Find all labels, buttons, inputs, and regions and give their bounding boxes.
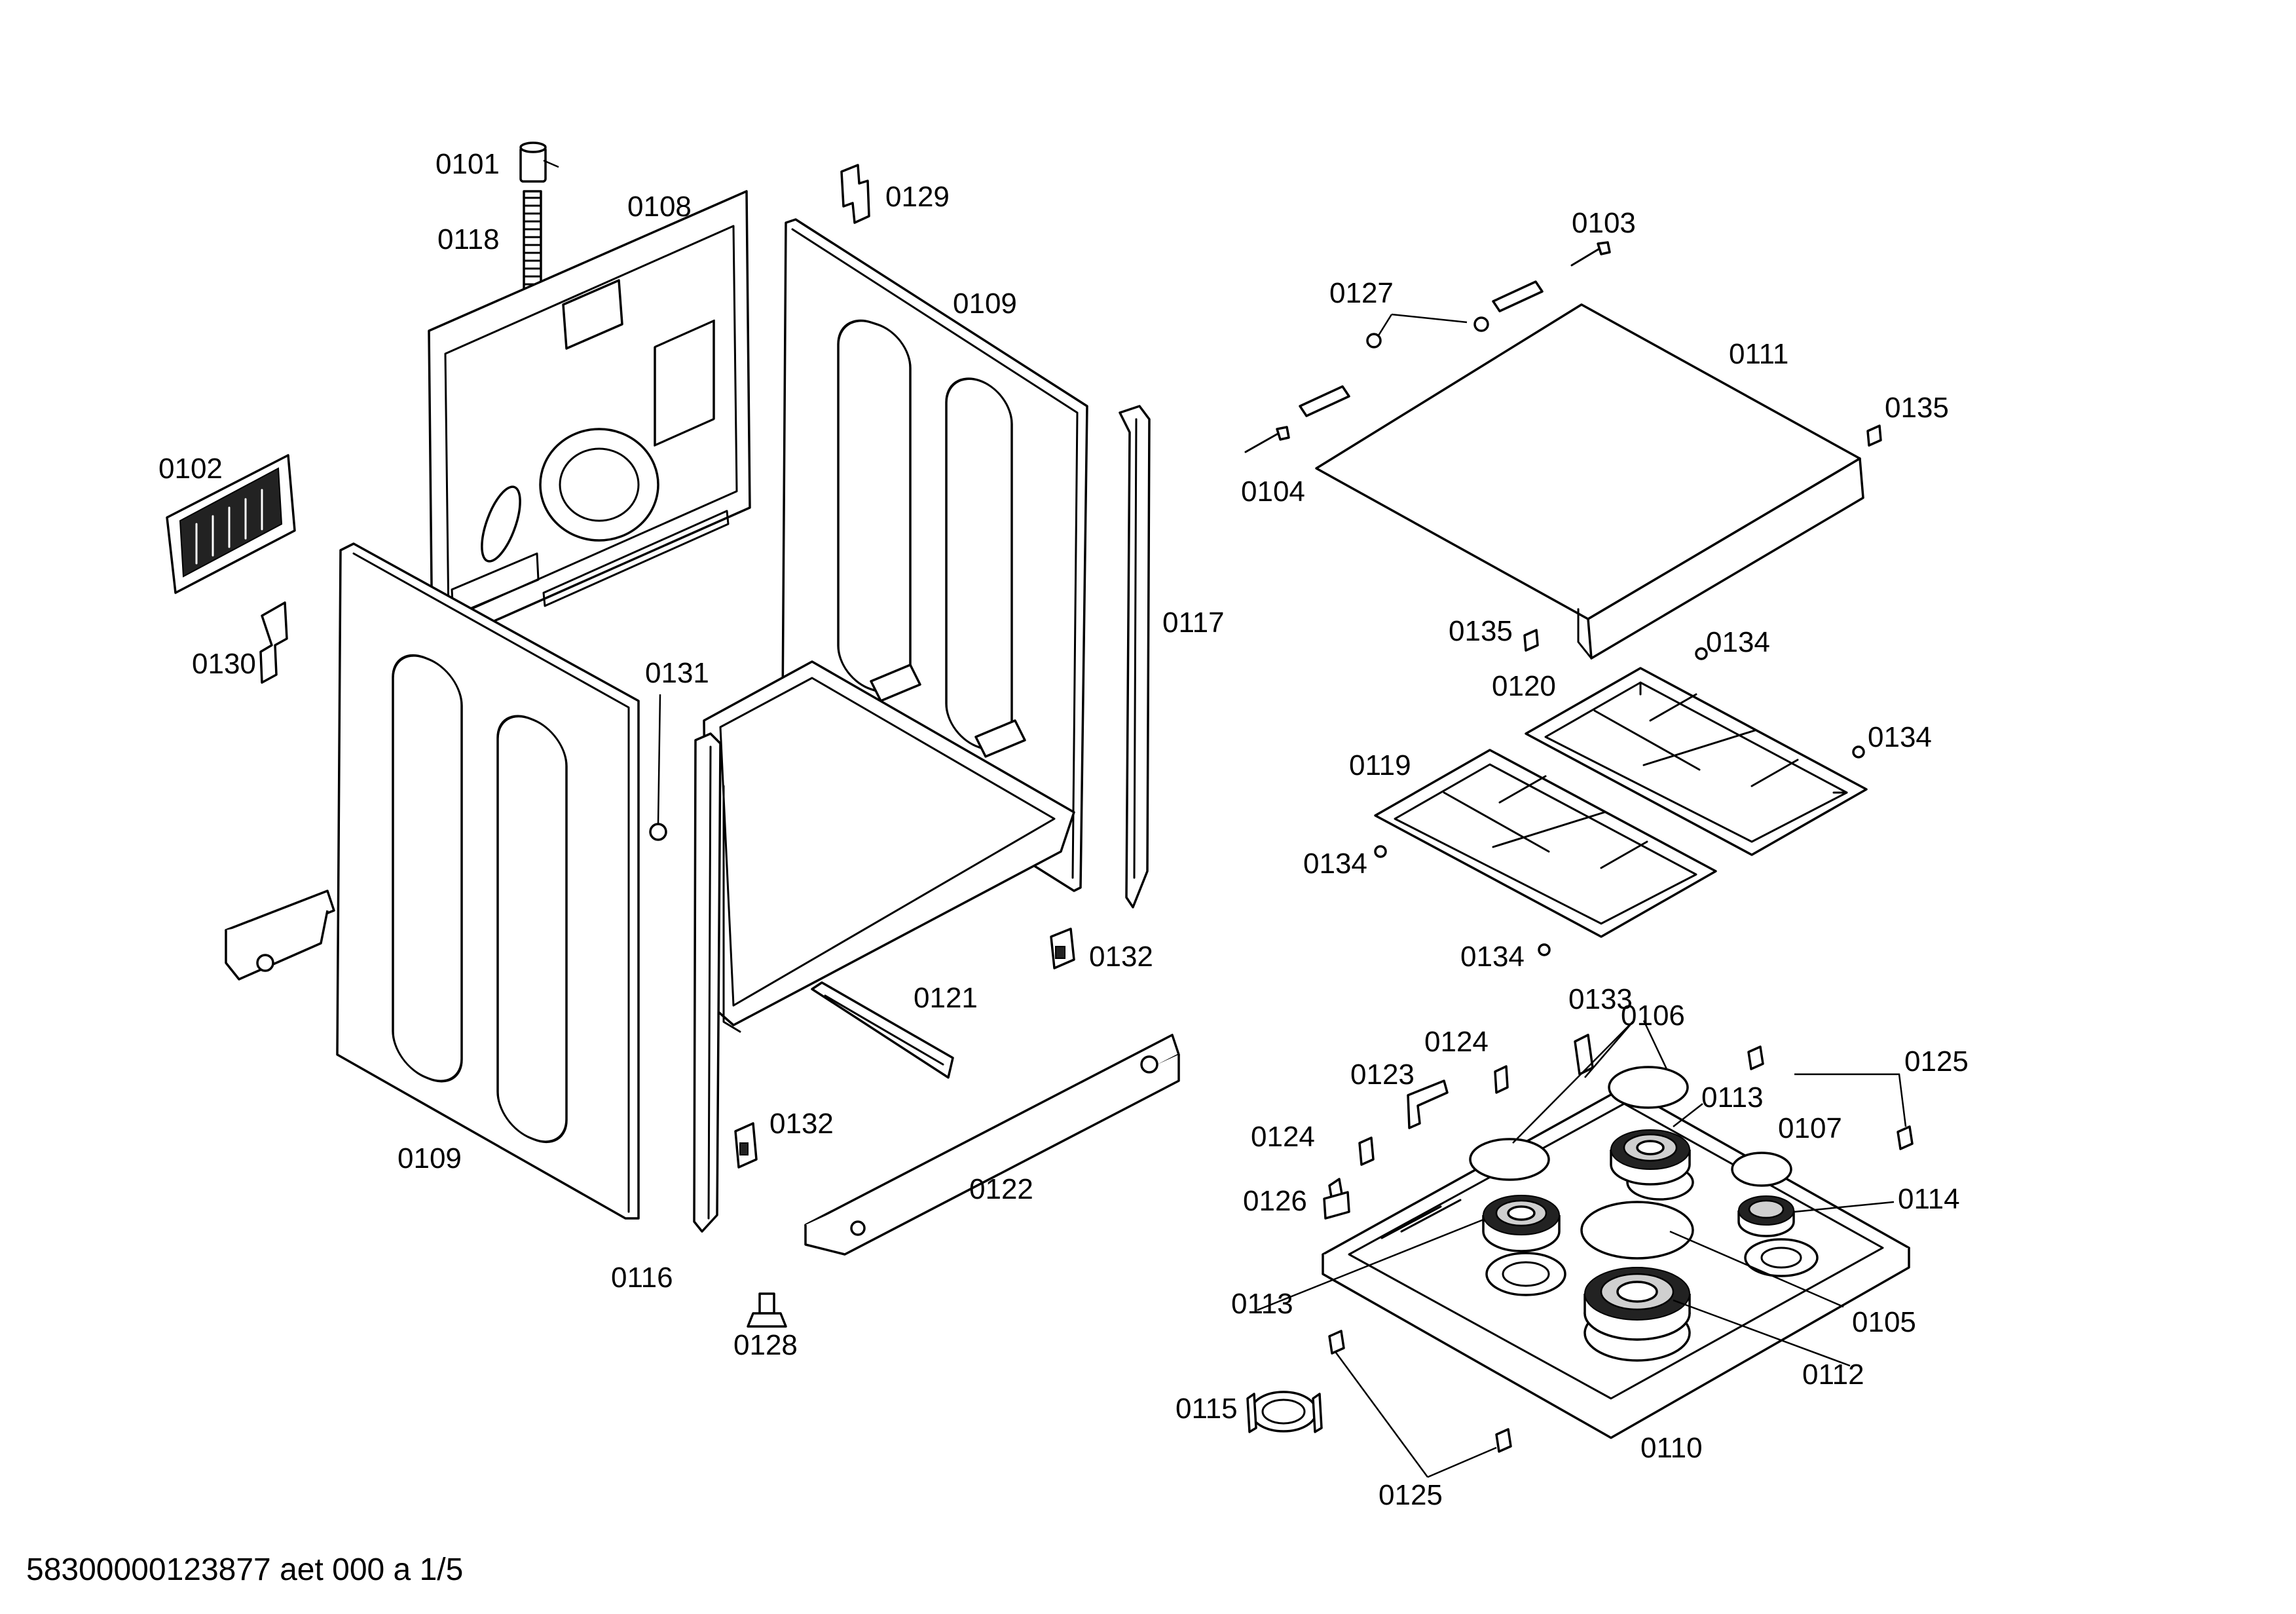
label-0123: 0123 xyxy=(1350,1059,1415,1091)
part-0135-pad-lower xyxy=(1523,629,1539,652)
part-0103-screw xyxy=(1570,241,1611,267)
label-0133: 0133 xyxy=(1568,983,1633,1015)
part-0125-clip-c xyxy=(1328,1330,1345,1355)
label-0118: 0118 xyxy=(437,223,500,255)
label-0109-top: 0109 xyxy=(953,288,1017,320)
document-id: 58300000123877 aet 000 a 1/5 xyxy=(26,1552,463,1587)
part-0112-burner-large xyxy=(1583,1267,1691,1341)
label-0132-upper: 0132 xyxy=(1089,941,1153,973)
label-0125-lower: 0125 xyxy=(1379,1479,1443,1511)
part-0111-lid xyxy=(1315,303,1864,660)
part-0106-cap-rear xyxy=(1608,1066,1689,1109)
part-0123-injector xyxy=(1407,1079,1449,1129)
part-0132-clip-lower xyxy=(734,1122,758,1169)
part-0122-base-rail xyxy=(804,1034,1180,1256)
part-0121-rail xyxy=(811,981,954,1079)
part-0104-screw xyxy=(1244,426,1290,453)
part-0134-foot-d xyxy=(1538,943,1551,956)
label-0130: 0130 xyxy=(192,648,256,680)
label-0104: 0104 xyxy=(1241,476,1305,508)
part-0106-cap-left xyxy=(1469,1138,1550,1181)
part-0102-board xyxy=(166,454,296,594)
label-0121: 0121 xyxy=(914,982,978,1014)
part-0131-screw xyxy=(649,823,667,841)
part-0113-burner-left xyxy=(1482,1195,1561,1252)
part-0109-side-panel-left xyxy=(336,542,640,1220)
label-0110: 0110 xyxy=(1640,1432,1703,1464)
label-0124-lower: 0124 xyxy=(1251,1121,1315,1153)
leader-lines xyxy=(543,159,1907,1478)
label-0106: 0106 xyxy=(1621,1000,1685,1032)
part-0125-clip-a xyxy=(1747,1045,1764,1070)
part-0116-front-strip xyxy=(693,732,722,1233)
label-0127: 0127 xyxy=(1329,277,1394,309)
label-0101: 0101 xyxy=(435,148,500,180)
part-0134-foot-b xyxy=(1852,745,1865,759)
part-0127-spacer-b xyxy=(1366,333,1382,348)
label-0128: 0128 xyxy=(733,1329,798,1361)
label-0113-rear: 0113 xyxy=(1701,1081,1764,1114)
label-0111: 0111 xyxy=(1729,338,1788,370)
part-0127-spacer-a xyxy=(1473,316,1489,332)
part-0124-clip-upper xyxy=(1494,1065,1509,1094)
part-0113-burner-rear xyxy=(1610,1129,1691,1186)
label-0115: 0115 xyxy=(1176,1393,1238,1425)
label-0125-upper: 0125 xyxy=(1904,1045,1969,1078)
part-0114-burner-small xyxy=(1737,1195,1795,1237)
part-0115-wok-ring xyxy=(1246,1391,1323,1433)
label-0113-left: 0113 xyxy=(1231,1288,1293,1320)
part-0105-cap-large xyxy=(1580,1201,1694,1260)
label-0112: 0112 xyxy=(1802,1359,1864,1391)
label-0120: 0120 xyxy=(1492,670,1556,702)
label-0135-upper: 0135 xyxy=(1885,392,1949,424)
part-0107-cap-small xyxy=(1731,1152,1792,1187)
label-0129: 0129 xyxy=(885,181,950,213)
part-labels: 0101 0118 0108 0129 0109 0102 0130 0131 … xyxy=(158,148,1969,1511)
label-0116: 0116 xyxy=(611,1262,673,1294)
label-0122: 0122 xyxy=(969,1173,1033,1205)
label-0134-d: 0134 xyxy=(1460,941,1525,973)
part-hinge-block-lower xyxy=(1299,385,1350,417)
part-floor-pan xyxy=(703,660,1075,1033)
part-0134-foot-a xyxy=(1695,647,1708,660)
part-0135-pad-upper xyxy=(1866,424,1882,447)
part-0125-clip-d xyxy=(1495,1428,1512,1453)
label-0119: 0119 xyxy=(1349,749,1411,781)
part-0130-bracket xyxy=(259,601,288,684)
label-0109-bottom: 0109 xyxy=(398,1142,462,1174)
part-0129-bracket xyxy=(840,164,870,224)
part-0134-foot-c xyxy=(1374,845,1387,858)
part-0125-clip-b xyxy=(1897,1125,1914,1150)
label-0134-c: 0134 xyxy=(1303,848,1367,880)
label-0134-a: 0134 xyxy=(1706,626,1770,658)
part-0124-clip-lower xyxy=(1358,1136,1375,1166)
part-0101-cap xyxy=(519,141,547,183)
label-0108: 0108 xyxy=(627,191,692,223)
part-base-rail-left xyxy=(225,890,335,981)
part-hinge-block-upper xyxy=(1492,280,1544,312)
label-0105: 0105 xyxy=(1852,1306,1916,1338)
label-0135-lower: 0135 xyxy=(1449,615,1513,647)
label-0124-upper: 0124 xyxy=(1424,1026,1489,1058)
part-0128-foot xyxy=(747,1292,787,1328)
part-0117-rail xyxy=(1119,405,1151,909)
part-0133-clip xyxy=(1574,1034,1594,1076)
label-0107: 0107 xyxy=(1778,1112,1842,1144)
label-0131: 0131 xyxy=(645,657,709,689)
part-0120-pan-support-rear xyxy=(1525,667,1868,856)
part-0119-pan-support-front xyxy=(1374,749,1717,938)
label-0126: 0126 xyxy=(1243,1185,1307,1217)
label-0102: 0102 xyxy=(158,453,223,485)
label-0117: 0117 xyxy=(1162,607,1225,639)
label-0132-lower: 0132 xyxy=(769,1108,834,1140)
part-0132-clip-upper xyxy=(1050,928,1075,969)
label-0134-b: 0134 xyxy=(1868,721,1932,753)
part-0108-back-panel xyxy=(428,190,751,650)
label-0114: 0114 xyxy=(1898,1183,1960,1215)
label-0103: 0103 xyxy=(1572,207,1636,239)
part-0126-thermocouple xyxy=(1323,1178,1350,1220)
